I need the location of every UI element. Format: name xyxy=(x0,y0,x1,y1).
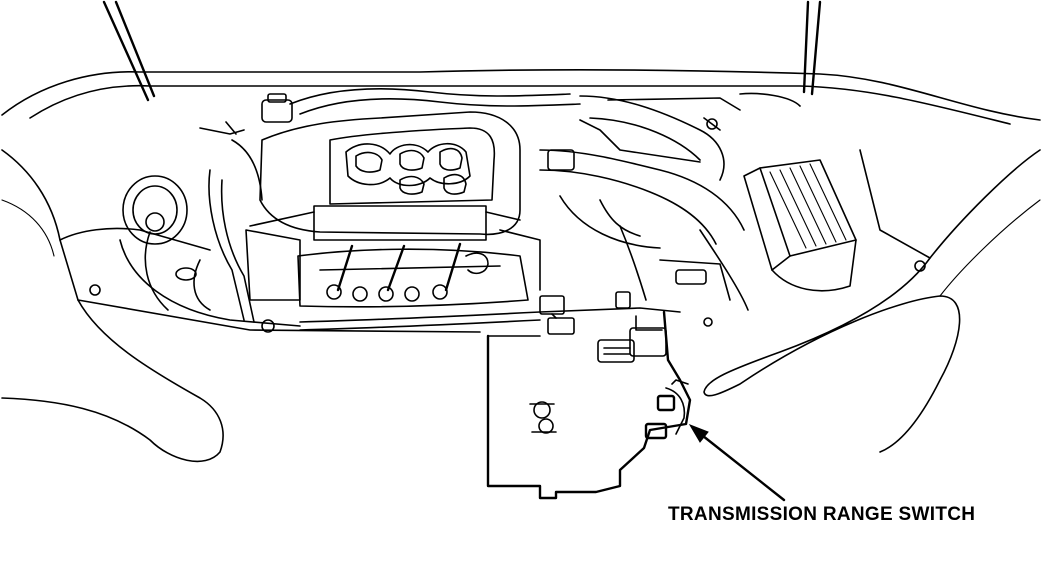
callout-label-transmission-range-switch: TRANSMISSION RANGE SWITCH xyxy=(668,504,976,525)
upper-hoses xyxy=(289,88,741,181)
right-wiring xyxy=(579,92,801,163)
transmission-range-switch xyxy=(644,379,689,440)
hood-outline xyxy=(1,69,1041,125)
brake-fluid-reservoir xyxy=(199,93,293,135)
right-fender xyxy=(703,149,1041,453)
cylinder-head xyxy=(297,242,529,308)
intake-duct xyxy=(539,149,749,311)
left-fender xyxy=(1,149,481,463)
wire-harness xyxy=(299,307,681,331)
intake-plenum xyxy=(259,111,521,236)
callout-arrow xyxy=(688,424,786,502)
left-hoses xyxy=(119,139,301,333)
coolant-reservoir xyxy=(122,175,188,311)
hood-strut-left xyxy=(102,0,156,102)
transmission-connectors xyxy=(529,291,667,434)
hood-strut-right xyxy=(802,0,822,96)
transmission-housing xyxy=(486,310,692,500)
air-cleaner-box xyxy=(743,159,857,292)
